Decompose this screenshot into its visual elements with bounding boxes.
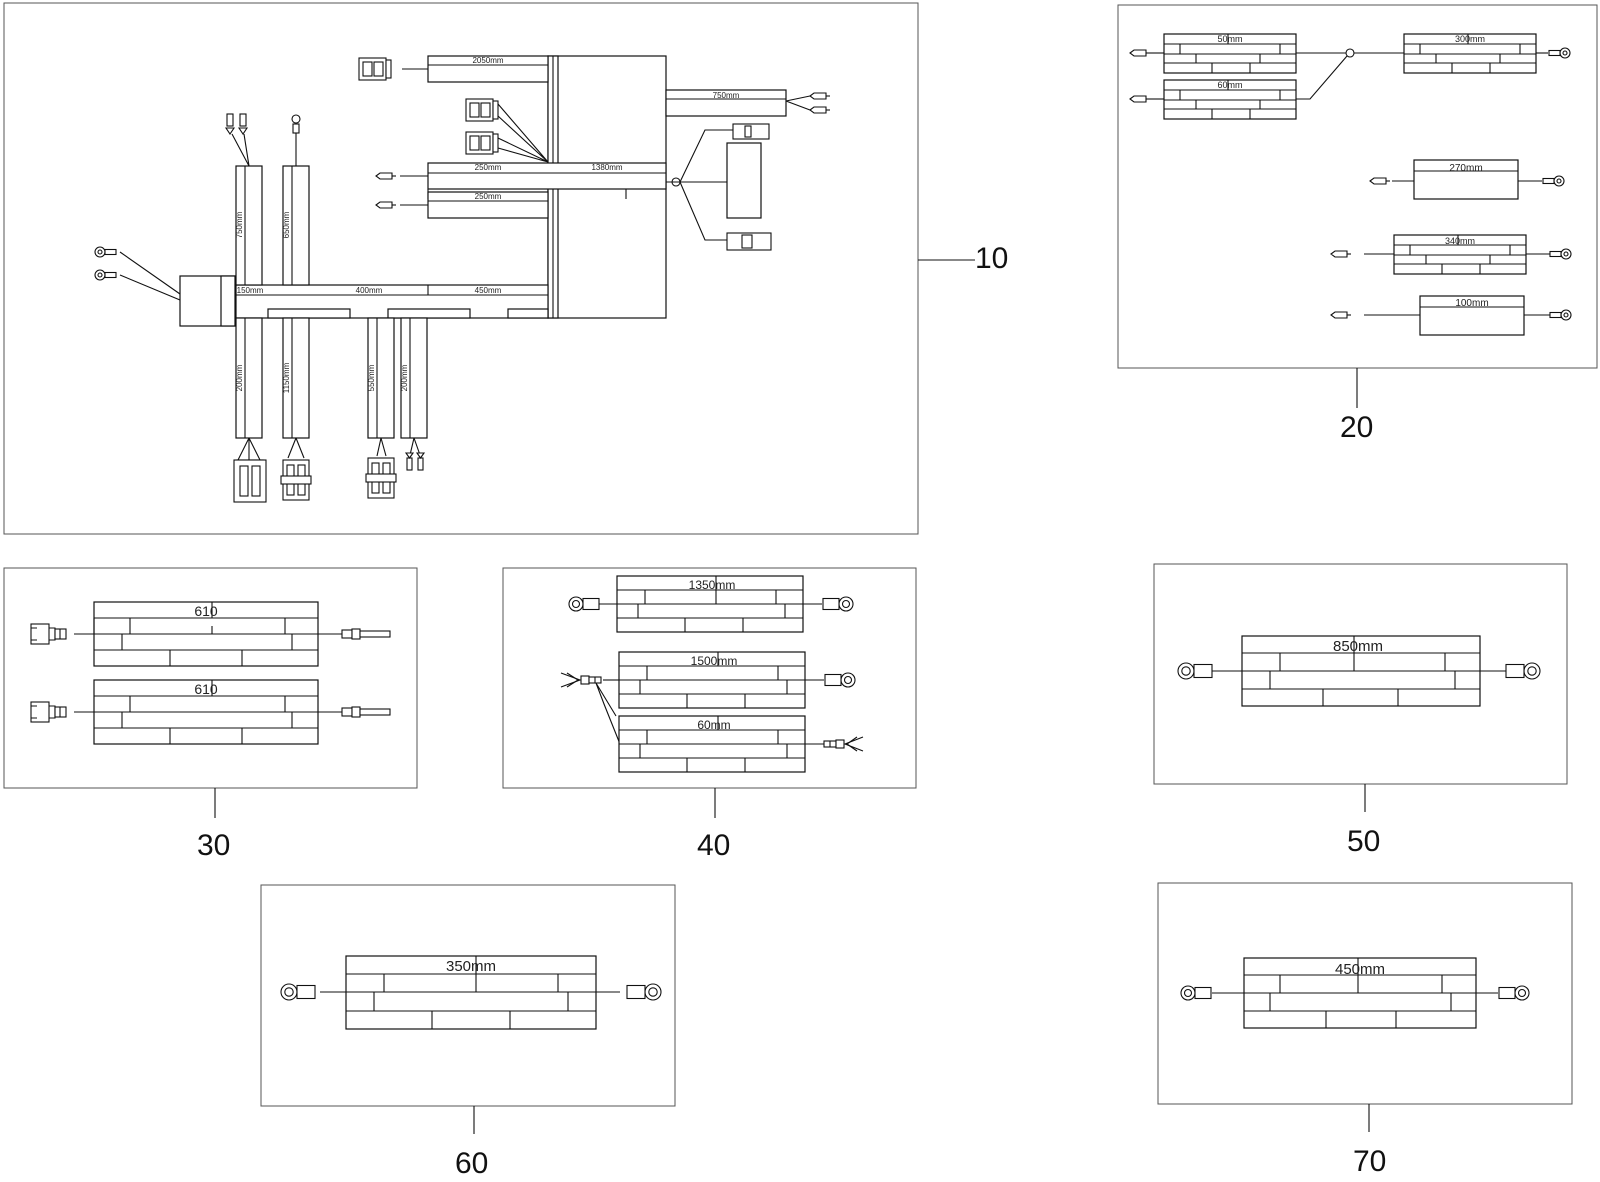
ring-terminal-icon	[824, 672, 856, 688]
svg-text:550mm: 550mm	[367, 364, 376, 391]
connector-small-icon	[465, 98, 499, 122]
panel-50-number: 50	[1347, 825, 1380, 858]
splice-node	[1345, 48, 1355, 58]
harness-60mm-b: 60mm	[618, 715, 806, 773]
ring-terminal-icon	[626, 983, 662, 1001]
harness-850mm: 850mm	[1241, 635, 1481, 707]
harness-610-top: 610	[93, 601, 319, 667]
harness-200mm-vertical-a: 200mm	[235, 317, 263, 439]
svg-text:270mm: 270mm	[1449, 163, 1482, 174]
harness-1150mm-vertical: 1150mm	[282, 317, 310, 439]
harness-60mm: 60mm	[1163, 79, 1297, 120]
harness-200mm-vertical-b: 200mm	[400, 317, 428, 439]
svg-text:610: 610	[194, 681, 218, 697]
panel-50: 50 850mm	[1153, 563, 1568, 858]
panel-10: 10 2050mm 750mm	[3, 2, 1008, 535]
svg-text:850mm: 850mm	[1333, 638, 1383, 655]
panel-60-number: 60	[455, 1147, 488, 1180]
ring-terminal-icon	[568, 596, 600, 612]
svg-text:60mm: 60mm	[1217, 80, 1242, 90]
panel-30: 30 610 610	[3, 567, 418, 862]
svg-text:2050mm: 2050mm	[472, 56, 503, 65]
ring-terminal-icon	[280, 983, 316, 1001]
harness-610-bottom: 610	[93, 679, 319, 745]
connector-small-icon	[465, 131, 499, 155]
harness-250mm: 250mm	[427, 191, 549, 219]
main-horizontal-trunk: 150mm 400mm 450mm	[235, 284, 549, 319]
harness-2050mm: 2050mm	[427, 55, 549, 83]
fork-terminal-icon	[823, 736, 864, 752]
svg-text:300mm: 300mm	[1455, 34, 1485, 44]
svg-text:150mm: 150mm	[237, 286, 264, 295]
bullet-terminal-icon	[341, 628, 391, 640]
harness-450mm: 450mm	[1243, 957, 1477, 1029]
svg-text:450mm: 450mm	[475, 286, 502, 295]
harness-50mm: 50mm	[1163, 33, 1297, 74]
svg-text:610: 610	[194, 603, 218, 619]
panel-60: 60 350mm	[260, 884, 676, 1180]
svg-text:340mm: 340mm	[1445, 236, 1475, 246]
svg-text:250mm: 250mm	[475, 163, 502, 172]
svg-text:1150mm: 1150mm	[282, 362, 291, 393]
harness-100mm: 100mm	[1419, 295, 1525, 336]
svg-text:750mm: 750mm	[235, 211, 244, 238]
harness-270mm: 270mm	[1413, 159, 1519, 200]
harness-300mm: 300mm	[1403, 33, 1537, 74]
relay-box	[726, 142, 762, 219]
svg-text:1350mm: 1350mm	[689, 578, 736, 592]
svg-text:50mm: 50mm	[1217, 34, 1242, 44]
svg-text:60mm: 60mm	[697, 718, 730, 732]
panel-30-frame	[3, 567, 418, 789]
panel-70: 70 450mm	[1157, 882, 1573, 1178]
harness-340mm: 340mm	[1393, 234, 1527, 275]
ring-terminal-icon	[1505, 662, 1541, 680]
svg-text:650mm: 650mm	[282, 211, 291, 238]
svg-text:350mm: 350mm	[446, 958, 496, 975]
svg-text:200mm: 200mm	[400, 364, 409, 391]
ring-terminal-icon	[822, 596, 854, 612]
svg-text:450mm: 450mm	[1335, 961, 1385, 978]
harness-1500mm: 1500mm	[618, 651, 806, 709]
svg-text:750mm: 750mm	[713, 91, 740, 100]
ring-terminal-icon	[1177, 662, 1213, 680]
svg-text:1380mm: 1380mm	[591, 163, 622, 172]
spade-terminal-icon	[239, 113, 247, 127]
connector-large-icon	[358, 57, 392, 81]
harness-550mm-vertical: 550mm	[367, 317, 395, 439]
spade-terminal-icon	[406, 457, 413, 471]
ring-terminal-icon	[1180, 985, 1212, 1001]
spade-terminal-icon	[226, 113, 234, 127]
panel-10-number: 10	[975, 242, 1008, 275]
harness-1350mm: 1350mm	[616, 575, 804, 633]
svg-text:1500mm: 1500mm	[691, 654, 738, 668]
female-spade-terminal-icon	[30, 623, 67, 645]
bullet-terminal-icon	[341, 706, 391, 718]
panel-40: 40 1350mm 1500mm 60mm	[502, 567, 917, 862]
panel-30-number: 30	[197, 829, 230, 862]
svg-text:200mm: 200mm	[235, 364, 244, 391]
panel-70-number: 70	[1353, 1145, 1386, 1178]
svg-text:400mm: 400mm	[356, 286, 383, 295]
connector-two-pin-icon	[365, 457, 397, 499]
panel-10-frame	[3, 2, 919, 535]
harness-350mm: 350mm	[345, 955, 597, 1030]
ring-terminal-icon	[291, 114, 301, 124]
fork-terminal-icon	[560, 672, 602, 688]
harness-650mm-vertical: 650mm	[282, 165, 310, 286]
svg-text:100mm: 100mm	[1455, 298, 1488, 309]
harness-250mm-1380mm: 250mm 1380mm	[427, 162, 667, 199]
harness-750mm-vertical: 750mm	[235, 165, 263, 286]
svg-text:250mm: 250mm	[475, 192, 502, 201]
harness-750mm-right: 750mm	[665, 89, 787, 117]
spade-terminal-icon	[417, 457, 424, 471]
ring-terminal-icon	[1498, 985, 1530, 1001]
panel-20: 20 50mm 60mm 300mm 270mm	[1117, 4, 1598, 444]
panel-40-number: 40	[697, 829, 730, 862]
connector-multi-pin-icon	[280, 459, 312, 501]
panel-20-number: 20	[1340, 411, 1373, 444]
female-spade-terminal-icon	[30, 701, 67, 723]
